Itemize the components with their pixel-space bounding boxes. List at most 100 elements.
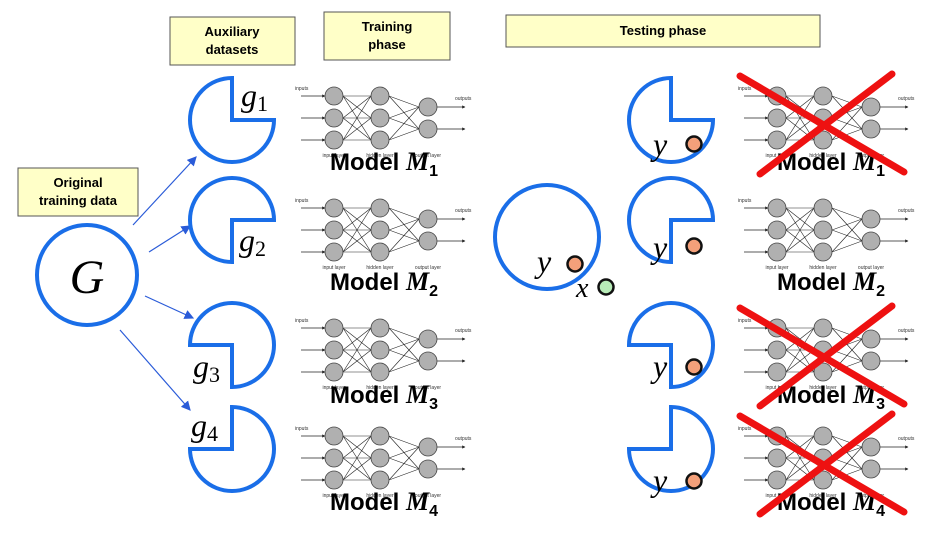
output-layer-label: output layer [415, 153, 441, 159]
g2-letter: g [239, 222, 255, 258]
auxiliary-dataset-g2: g2 [188, 176, 277, 265]
test-query-circle: y x [493, 183, 615, 304]
arrow-to-g3 [144, 295, 195, 319]
hidden-layer-label: hidden layer [809, 265, 837, 271]
arrow-to-g2 [148, 225, 192, 253]
cross-mark-1 [736, 70, 908, 178]
testing-model-label-2: Model M2 [777, 267, 885, 300]
outputs-label: outputs [455, 328, 472, 334]
query-y-label: y [534, 243, 552, 279]
hidden-layer-label: hidden layer [366, 265, 394, 271]
cross-mark-4 [736, 410, 908, 518]
training-label-line2: phase [368, 37, 406, 52]
training-network-1 [301, 87, 465, 149]
outputs-label: outputs [898, 436, 915, 442]
testing-3-y-label: y [650, 348, 668, 384]
testing-phase-box: Testing phase [505, 14, 821, 48]
hidden-layer-label: hidden layer [809, 385, 837, 391]
g1-letter: g [241, 77, 257, 113]
training-network-3 [301, 319, 465, 381]
g2-subscript: 2 [255, 236, 266, 261]
svg-text:g4: g4 [191, 407, 218, 446]
outputs-label: outputs [455, 96, 472, 102]
input-layer-label: input layer [322, 493, 345, 499]
testing-2-y-label: y [650, 229, 668, 265]
testing-1-y-label: y [650, 126, 668, 162]
output-layer-label: output layer [415, 265, 441, 271]
auxiliary-dataset-g1: g1 [188, 75, 277, 164]
inputs-label: inputs [295, 86, 309, 92]
g4-subscript: 4 [207, 421, 218, 446]
training-model-label-4: Model M4 [330, 487, 438, 520]
input-layer-label: input layer [765, 153, 788, 159]
input-layer-label: input layer [322, 385, 345, 391]
inputs-label: inputs [295, 426, 309, 432]
query-y-point [566, 255, 584, 273]
svg-text:g1: g1 [241, 77, 268, 116]
g3-letter: g [193, 348, 209, 384]
svg-text:g2: g2 [239, 222, 266, 261]
hidden-layer-label: hidden layer [366, 493, 394, 499]
input-layer-label: input layer [322, 153, 345, 159]
original-dataset-circle: G [35, 223, 139, 327]
testing-label: Testing phase [620, 23, 706, 38]
cross-mark-3 [736, 302, 908, 410]
G-symbol: G [70, 251, 105, 304]
testing-dataset-1: y [627, 75, 716, 164]
testing-dataset-3: y [626, 301, 715, 390]
g1-subscript: 1 [257, 91, 268, 116]
training-model-label-1: Model M1 [330, 147, 438, 180]
training-network-2 [301, 199, 465, 261]
auxiliary-label-line1: Auxiliary [205, 24, 261, 39]
query-x-point [597, 278, 615, 296]
testing-1-y-point [685, 135, 703, 153]
split-arrows [119, 156, 197, 411]
output-layer-label: output layer [858, 265, 884, 271]
outputs-label: outputs [455, 208, 472, 214]
input-layer-label: input layer [322, 265, 345, 271]
input-layer-label: input layer [765, 265, 788, 271]
outputs-label: outputs [898, 208, 915, 214]
inputs-label: inputs [738, 426, 752, 432]
g3-subscript: 3 [209, 362, 220, 387]
training-model-label-2: Model M2 [330, 267, 438, 300]
hidden-layer-label: hidden layer [366, 385, 394, 391]
testing-2-y-point [685, 237, 703, 255]
testing-dataset-2: y [627, 176, 716, 265]
testing-network-2 [744, 199, 908, 261]
inputs-label: inputs [295, 198, 309, 204]
original-training-data-box: Original training data [17, 167, 139, 217]
inputs-label: inputs [295, 318, 309, 324]
g4-letter: g [191, 407, 207, 443]
hidden-layer-label: hidden layer [809, 153, 837, 159]
training-label-line1: Training [362, 19, 413, 34]
arrow-to-g4 [119, 329, 191, 411]
inputs-label: inputs [738, 198, 752, 204]
input-layer-label: input layer [765, 493, 788, 499]
inputs-label: inputs [738, 86, 752, 92]
auxiliary-label-line2: datasets [206, 42, 259, 57]
testing-model-label-3: Model M3 [777, 380, 885, 413]
input-layer-label: input layer [765, 385, 788, 391]
query-x-label: x [575, 273, 589, 304]
original-label-line2: training data [39, 193, 118, 208]
hidden-layer-label: hidden layer [809, 493, 837, 499]
inputs-label: inputs [738, 318, 752, 324]
testing-4-y-label: y [650, 462, 668, 498]
excluded-model-crosses [736, 70, 908, 518]
testing-dataset-4: y [626, 404, 715, 498]
training-network-4 [301, 427, 465, 489]
training-phase-box: Training phase [323, 11, 451, 61]
training-model-label-3: Model M3 [330, 380, 438, 413]
output-layer-label: output layer [415, 493, 441, 499]
auxiliary-dataset-g3: g3 [187, 301, 276, 390]
svg-text:g3: g3 [193, 348, 220, 387]
outputs-label: outputs [898, 96, 915, 102]
outputs-label: outputs [898, 328, 915, 334]
output-layer-label: output layer [415, 385, 441, 391]
auxiliary-dataset-g4: g4 [187, 404, 276, 493]
testing-3-y-point [685, 358, 703, 376]
arrow-to-g1 [132, 156, 197, 226]
original-label-line1: Original [53, 175, 102, 190]
